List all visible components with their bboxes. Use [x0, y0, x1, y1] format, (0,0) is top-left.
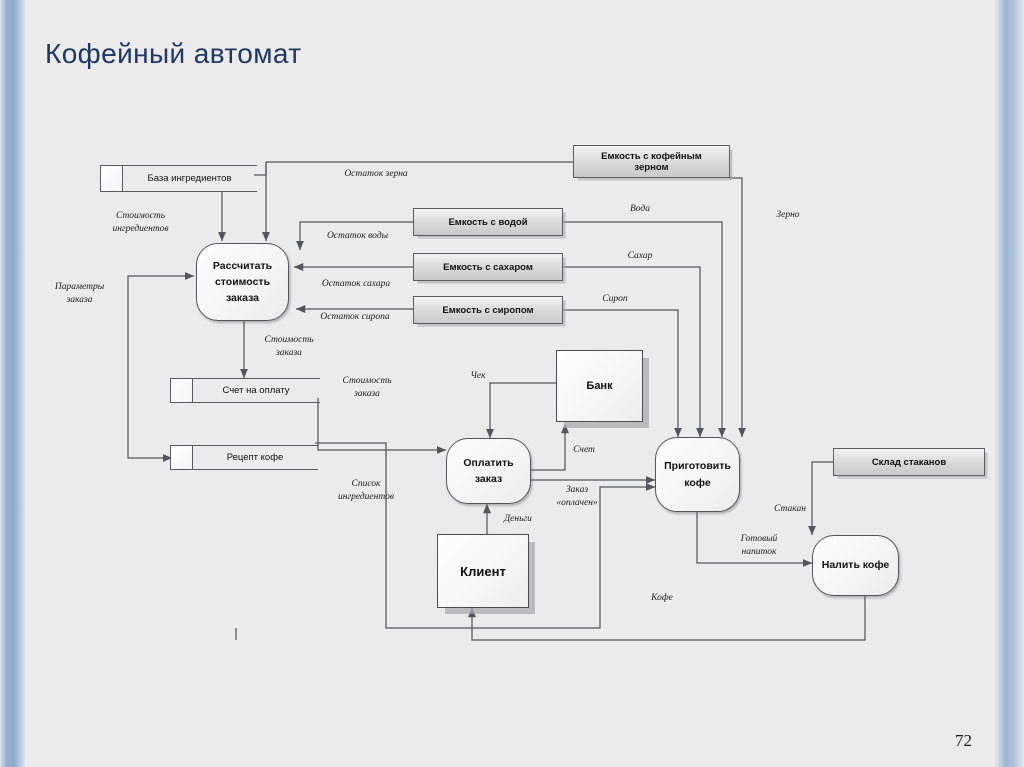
store-top-rule [170, 378, 320, 379]
tank-coffee-beans[interactable]: Емкость с кофейным зерном [573, 145, 730, 178]
tank-water[interactable]: Емкость с водой [413, 208, 563, 236]
store-top-rule [100, 165, 257, 166]
store-cap [170, 378, 193, 403]
process-brew-coffee[interactable]: Приготовить кофе [655, 437, 740, 512]
data-store-ingredients-db[interactable]: База ингредиентов [100, 165, 257, 192]
page-title: Кофейный автомат [45, 38, 302, 69]
process-pour-coffee[interactable]: Налить кофе [812, 535, 899, 596]
data-store-recipe[interactable]: Рецепт кофе [170, 445, 318, 470]
store-label: Рецепт кофе [226, 452, 284, 463]
store-top-rule [170, 445, 318, 446]
tank-syrup[interactable]: Емкость с сиропом [413, 296, 563, 324]
store-label: База ингредиентов [147, 173, 232, 184]
data-store-invoice[interactable]: Счет на оплату [170, 378, 320, 403]
store-bottom-rule [170, 469, 318, 470]
process-pay-order[interactable]: Оплатить заказ [446, 438, 531, 504]
entity-client[interactable]: Клиент [437, 534, 529, 608]
store-bottom-rule [100, 191, 257, 192]
entity-bank[interactable]: Банк [556, 350, 643, 422]
store-cap [100, 165, 123, 192]
store-label: Счет на оплату [222, 385, 290, 396]
store-cap [170, 445, 193, 470]
tank-sugar[interactable]: Емкость с сахаром [413, 253, 563, 281]
tank-cup-storage[interactable]: Склад стаканов [833, 448, 985, 476]
page-number: 72 [955, 731, 972, 750]
process-calculate-order-cost[interactable]: Рассчитать стоимость заказа [196, 243, 289, 321]
store-bottom-rule [170, 402, 320, 403]
